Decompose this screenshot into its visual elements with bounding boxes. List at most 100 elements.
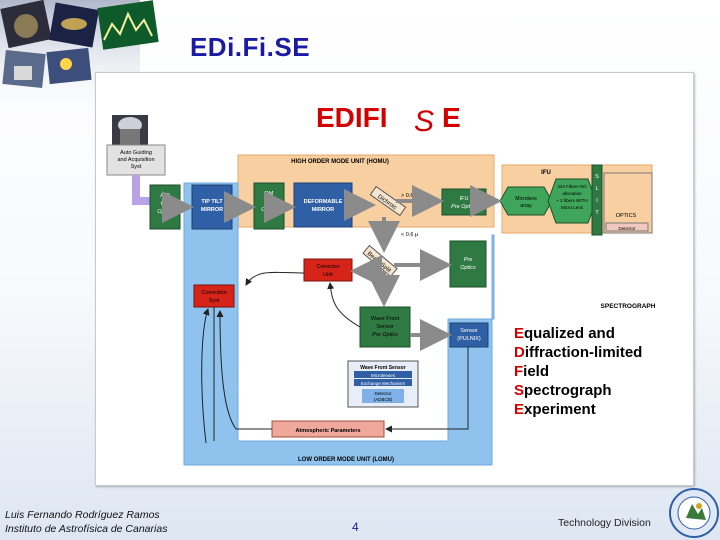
acronym-letter-f: F	[514, 363, 523, 380]
optics-label: OPTICS	[616, 213, 637, 219]
acronym-block: Equalized and Diffraction-limited Field …	[514, 325, 642, 418]
ao-preoptics-l1: A.O	[160, 193, 170, 199]
corrector-unit-l2: Unit	[323, 272, 333, 278]
iac-seal-icon	[669, 488, 719, 538]
pre-optics-right-box	[449, 240, 487, 288]
slide-title: EDi.Fi.SE	[189, 32, 311, 62]
acronym-rest-s: pectrograph	[524, 382, 612, 399]
lt-label: < 0.6 μ	[401, 232, 418, 238]
edifise-diagram: EDIFI S E Auto Guiding and Acquisition S…	[106, 102, 656, 466]
footer-credits: Luis Fernando Rodríguez Ramos Instituto …	[5, 508, 167, 536]
svg-text:Equalized and: Equalized and	[514, 325, 615, 342]
dm-preoptics-box	[253, 182, 285, 230]
wfs-microlenses-bar	[354, 371, 412, 378]
pre-optics-right-l2: Optics	[460, 265, 476, 271]
auto-guiding-box	[106, 144, 166, 176]
beam-splitter-element: Beam Split	[362, 244, 398, 278]
wfs-detector-l1: Detector	[374, 391, 392, 396]
atmospheric-label: Atmospheric Parameters	[295, 428, 360, 434]
control-lines	[201, 271, 469, 444]
corrector-unit-l1: Corrector	[317, 264, 340, 270]
acronym-letter-e1: E	[514, 325, 524, 342]
wfs-exchange: Exchange Mechanism	[361, 381, 406, 386]
fibres-l4: Micro Lens	[561, 205, 584, 210]
telescope-icon	[112, 115, 148, 149]
acronym-rest-f: ield	[523, 363, 549, 380]
fibres-l1: 324 Fibers NO	[557, 184, 587, 189]
acronym-letter-e2: E	[514, 401, 524, 418]
homu-title: HIGH ORDER MODE UNIT (HOMU)	[291, 159, 389, 165]
observatory-photo-icon	[2, 50, 46, 88]
galaxy-photo-icon	[49, 2, 99, 48]
header-photo-strip	[0, 0, 159, 120]
correction-syst-l2: Syst	[209, 298, 220, 304]
auto-guiding-l2: and Acquisition	[118, 157, 155, 163]
wfs-preoptics-l1: Wave Front	[371, 316, 400, 322]
acronym-rest-d: iffraction-limited	[525, 344, 643, 361]
spectrum-plot-icon	[97, 0, 159, 50]
acronym-rest-e1: qualized and	[524, 325, 615, 342]
wfs-detector-l2: (ADBCB)	[374, 397, 393, 402]
fibres-l3: + 2 fibers WITH	[556, 198, 587, 203]
light-arrows	[162, 185, 502, 351]
slit-box	[591, 164, 603, 236]
tip-tilt-l1: TIP TILT	[201, 199, 223, 205]
wfs-preoptics-l2: Sensor	[376, 324, 394, 330]
sky-photo-icon	[46, 47, 92, 85]
deformable-mirror-box	[293, 182, 353, 228]
acronym-letter-d: D	[514, 344, 525, 361]
gt-label: > 0.6 μ	[401, 193, 418, 199]
lomu-title: LOW ORDER MODE UNIT (LOMU)	[298, 457, 394, 463]
dm-preoptics-l2: Pre	[265, 199, 274, 205]
spectrograph-label: SPECTROGRAPH	[601, 303, 656, 310]
correction-syst-l1: Correction	[201, 290, 226, 296]
ao-preoptics-l3: Optics	[157, 209, 173, 215]
ifu-preoptics-box	[441, 188, 487, 216]
ifu-preoptics-l1: IFU	[460, 196, 469, 202]
microlens-l1: Microlens	[515, 196, 537, 202]
dm-preoptics-l3: Optics	[261, 207, 277, 213]
acronym-rest-e2: xperiment	[524, 401, 596, 418]
logo-s: S	[414, 105, 434, 138]
deformable-l1: DEFORMABLE	[304, 199, 343, 205]
logo-e: E	[442, 102, 461, 133]
svg-text:Spectrograph: Spectrograph	[514, 382, 612, 399]
slit-l: L	[595, 186, 598, 192]
wfs-preoptics-l3: Pre Optics	[372, 332, 398, 338]
logo-edifi: EDIFI	[316, 102, 388, 133]
auto-guiding-l1: Auto Guiding	[120, 150, 152, 156]
wfs-panel-title: Wave Front Sensor	[360, 365, 405, 371]
footer-institute: Instituto de Astrofísica de Canarias	[5, 523, 168, 535]
wfs-exchange-bar	[354, 379, 412, 386]
page-number: 4	[352, 520, 359, 534]
svg-text:Diffraction-limited: Diffraction-limited	[514, 344, 642, 361]
ifu-preoptics-l2: Pre Optics	[451, 204, 477, 210]
microlens-l2: array	[520, 203, 532, 209]
auto-guiding-l3: Syst	[131, 164, 142, 170]
deformable-l2: MIRROR	[312, 207, 334, 213]
detector-label: Detector	[618, 226, 636, 231]
svg-text:Experiment: Experiment	[514, 401, 596, 418]
slit-i: I	[596, 198, 598, 204]
slit-t: T	[595, 210, 599, 216]
light-path	[132, 175, 150, 205]
detector-box	[605, 222, 649, 232]
ifu-title: IFU	[541, 170, 551, 176]
ao-preoptics-l2: Pre	[161, 201, 170, 207]
dm-preoptics-l1: DM	[265, 191, 274, 197]
sensor-pulnix-box	[449, 322, 489, 348]
telescope-photo-icon	[0, 0, 52, 49]
wfs-microlenses: Microlenses	[371, 373, 396, 378]
diagram-frame: EDIFI S E Auto Guiding and Acquisition S…	[95, 72, 694, 486]
sensor-l2: (PULNIX)	[457, 336, 481, 342]
pre-optics-right-l1: Pre	[464, 257, 473, 263]
ao-preoptics-box	[149, 184, 181, 230]
sensor-l1: Sensor	[460, 328, 478, 334]
fibres-l2: allocation	[562, 191, 582, 196]
acronym-letter-s: S	[514, 382, 524, 399]
footer-author: Luis Fernando Rodríguez Ramos	[5, 509, 160, 521]
svg-text:Field: Field	[514, 363, 549, 380]
division-label: Technology Division	[558, 517, 651, 529]
wfs-preoptics-box	[359, 306, 411, 348]
tip-tilt-l2: MIRROR	[201, 207, 223, 213]
